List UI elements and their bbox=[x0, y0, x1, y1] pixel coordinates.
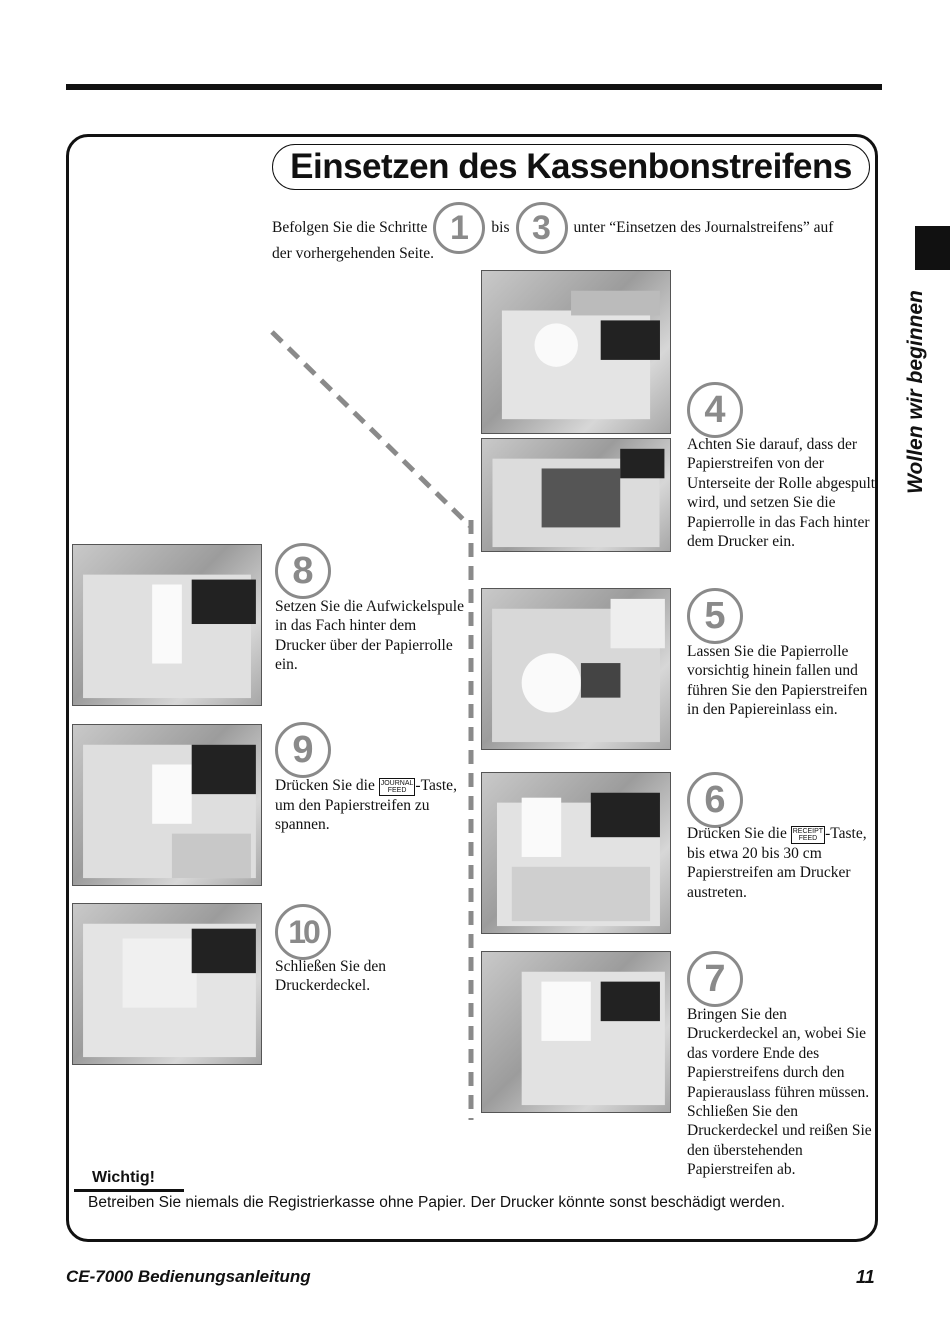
photo-close-printer-cover bbox=[72, 903, 262, 1065]
step-4-text: Achten Sie darauf, dass der Papierstreif… bbox=[687, 436, 876, 551]
step-7-text: Bringen Sie den Druckerdeckel an, wobei … bbox=[687, 1006, 872, 1179]
photo-receipt-feed bbox=[481, 772, 671, 934]
receipt-key-top: RECEIPT bbox=[792, 828, 824, 835]
top-rule bbox=[66, 84, 882, 90]
page-title: Einsetzen des Kassenbonstreifens bbox=[290, 147, 852, 186]
notice-text: Betreiben Sie niemals die Registrierkass… bbox=[88, 1194, 786, 1211]
step-number-7: 7 bbox=[687, 951, 743, 1007]
intro-line2: der vorhergehenden Seite. bbox=[272, 245, 434, 262]
photo-printer-open bbox=[481, 438, 671, 552]
step-4: 4 bbox=[687, 382, 743, 438]
footer-manual-title: CE-7000 Bedienungsanleitung bbox=[66, 1267, 311, 1286]
step-number-4: 4 bbox=[687, 382, 743, 438]
dashed-flow-line bbox=[270, 330, 472, 528]
notice-label: Wichtig! bbox=[92, 1169, 155, 1186]
step-9-text-after: -Taste, um den Papierstreifen zu spannen… bbox=[275, 777, 457, 834]
photo-insert-roll bbox=[481, 270, 671, 434]
photo-close-cover bbox=[481, 951, 671, 1113]
step-10-text: Schließen Sie den Druckerdeckel. bbox=[275, 958, 387, 995]
side-tab-marker bbox=[915, 226, 950, 270]
footer-page-number: 11 bbox=[856, 1267, 875, 1287]
step-number-8: 8 bbox=[275, 543, 331, 599]
journal-key-top: JOURNAL bbox=[380, 780, 414, 787]
photo-journal-feed bbox=[72, 724, 262, 886]
step-7: 7 bbox=[687, 951, 743, 1007]
step-6: 6 bbox=[687, 772, 743, 828]
photo-take-up-spool bbox=[72, 544, 262, 706]
side-tab-label: Wollen wir beginnen bbox=[896, 282, 936, 502]
step-number-10: 10 bbox=[275, 904, 331, 960]
intro-part2: bis bbox=[491, 219, 510, 236]
intro-text: Befolgen Sie die Schritte 1 bis 3 unter … bbox=[272, 198, 862, 264]
step-9-text-before: Drücken Sie die bbox=[275, 777, 375, 794]
step-8: 8 bbox=[275, 543, 331, 599]
photo-drop-roll bbox=[481, 588, 671, 750]
page-title-box: Einsetzen des Kassenbonstreifens bbox=[272, 144, 870, 190]
side-tab-text: Wollen wir beginnen bbox=[904, 290, 927, 494]
journal-key-bottom: FEED bbox=[387, 787, 407, 794]
intro-part1: Befolgen Sie die Schritte bbox=[272, 219, 428, 236]
step-5-text: Lassen Sie die Papierrolle vorsichtig hi… bbox=[687, 643, 868, 719]
step-6-text-before: Drücken Sie die bbox=[687, 825, 787, 842]
step-number-9: 9 bbox=[275, 722, 331, 778]
step-number-3: 3 bbox=[515, 202, 568, 254]
receipt-key-bottom: FEED bbox=[798, 835, 818, 842]
step-number-6: 6 bbox=[687, 772, 743, 828]
step-5: 5 bbox=[687, 588, 743, 644]
dashed-vertical-line bbox=[468, 520, 474, 1120]
step-number-1: 1 bbox=[433, 202, 486, 254]
intro-part3: unter “Einsetzen des Journalstreifens” a… bbox=[573, 219, 834, 236]
step-9: 9 bbox=[275, 722, 331, 778]
step-8-text: Setzen Sie die Aufwickelspule in das Fac… bbox=[275, 598, 464, 674]
notice-underline bbox=[74, 1189, 184, 1192]
content-frame bbox=[66, 134, 878, 1242]
step-6-text-after: -Taste, bis etwa 20 bis 30 cm Papierstre… bbox=[687, 825, 867, 901]
step-number-5: 5 bbox=[687, 588, 743, 644]
step-10: 10 bbox=[275, 904, 331, 960]
